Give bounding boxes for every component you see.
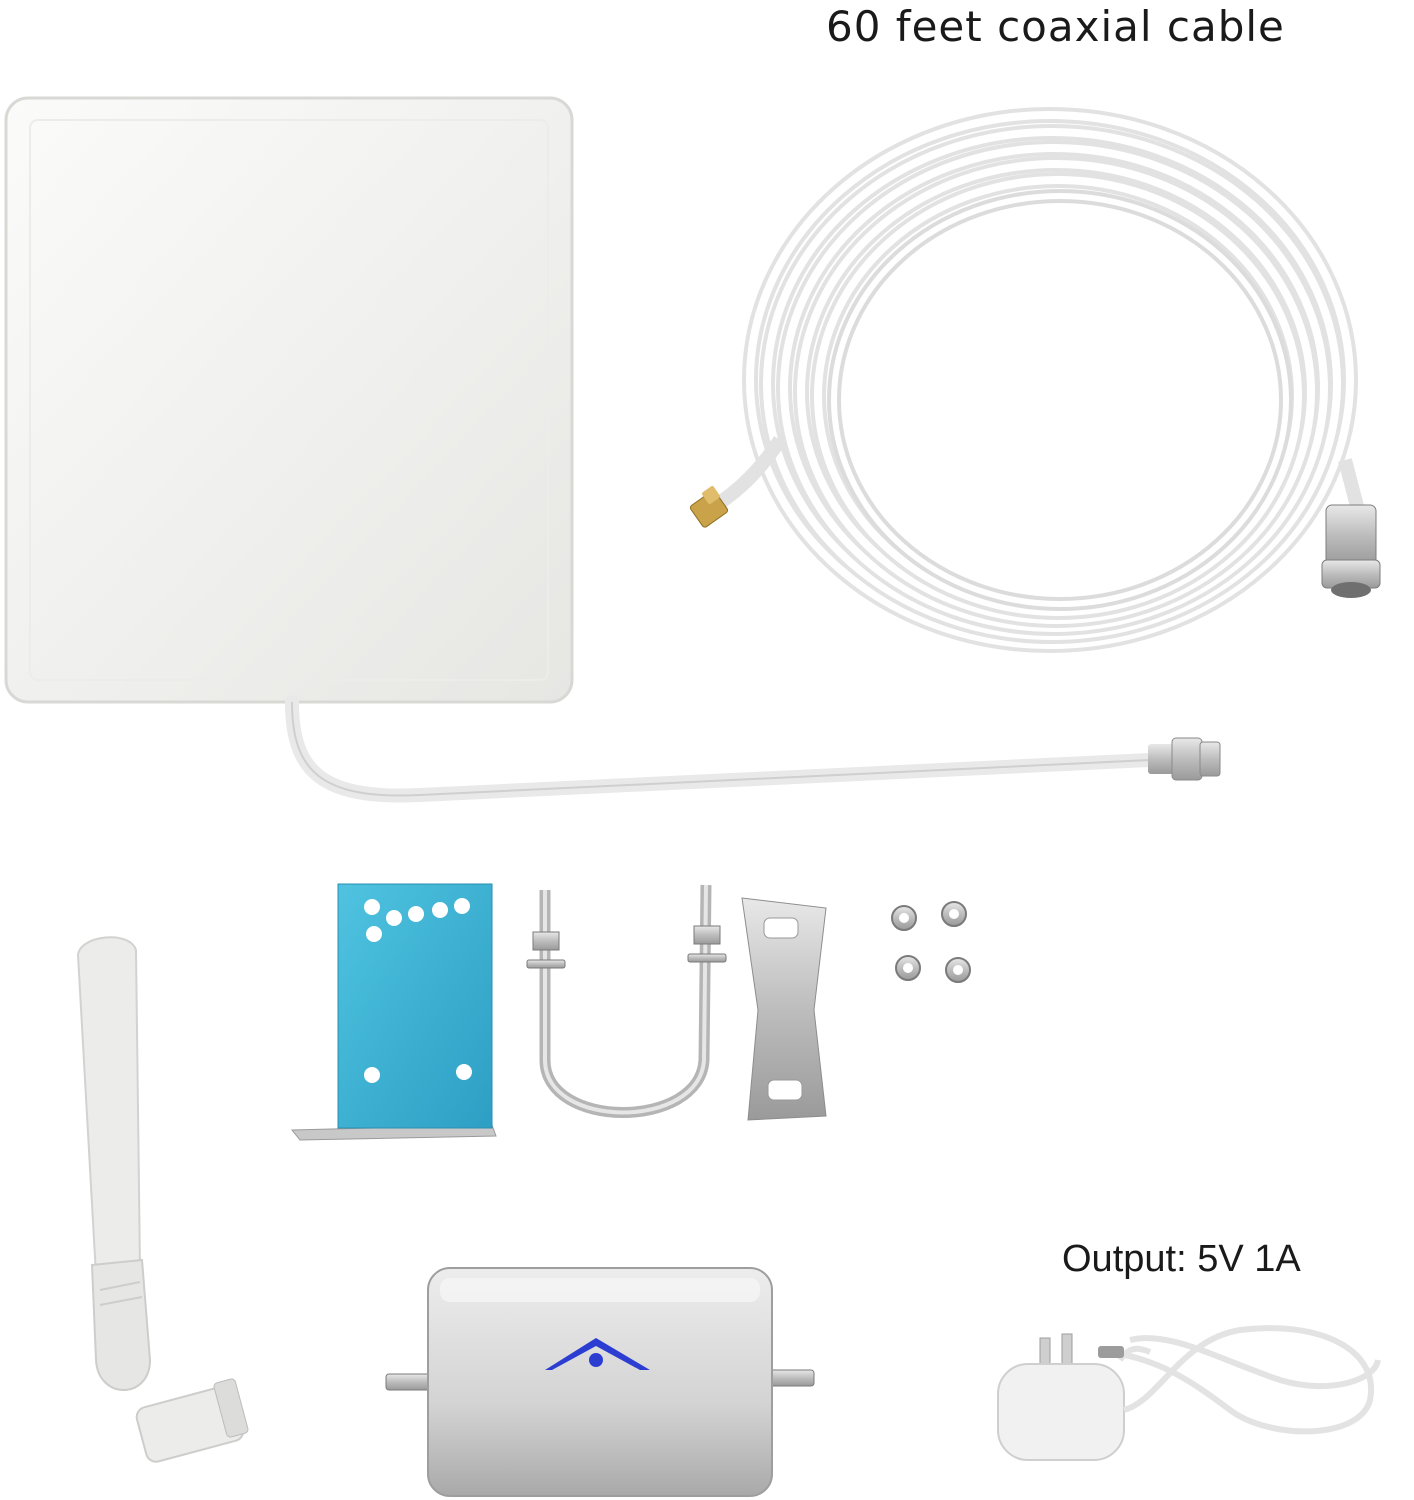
v-clamp: [741, 897, 827, 1121]
panel-antenna: [4, 96, 1221, 803]
coaxial-cable-coil: [708, 107, 1358, 653]
output-rating-caption: Output: 5V 1A: [1062, 1238, 1301, 1280]
cable-length-caption: 60 feet coaxial cable: [826, 2, 1285, 51]
power-adapter: [997, 1325, 1381, 1461]
hex-nuts: [891, 901, 971, 983]
whip-antenna: [76, 936, 249, 1463]
l-bracket: [290, 883, 497, 1141]
u-bolt: [526, 884, 727, 1118]
signal-booster: [385, 1267, 815, 1497]
n-connector: [1321, 458, 1381, 598]
sma-connector: [689, 486, 729, 528]
